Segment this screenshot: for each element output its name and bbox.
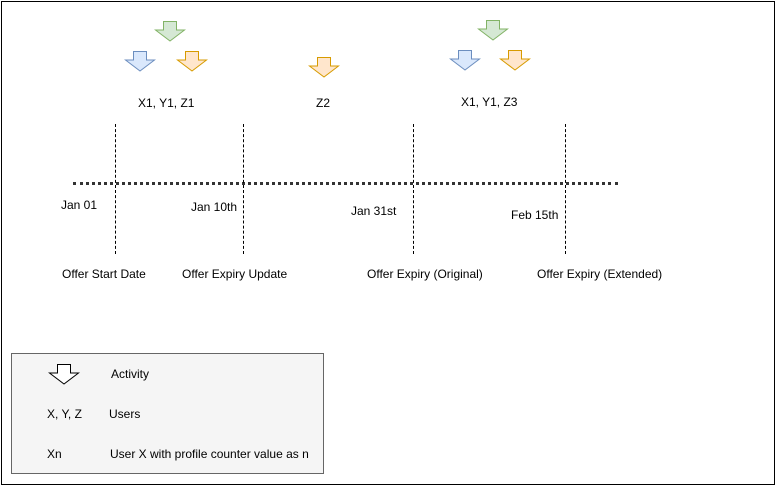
timeline-axis (73, 182, 618, 185)
legend-activity-arrow-icon (48, 364, 80, 385)
activity-arrow-orange-2 (308, 57, 340, 78)
marker-line-extended-expiry (565, 124, 566, 254)
event-label-original-expiry: Offer Expiry (Original) (367, 267, 483, 281)
event-label-start: Offer Start Date (62, 267, 146, 281)
activity-arrow-orange-1 (176, 51, 208, 72)
marker-line-start (115, 124, 116, 254)
marker-line-original-expiry (413, 124, 414, 254)
legend-users-key: X, Y, Z (47, 407, 82, 421)
legend-activity-label: Activity (111, 367, 150, 381)
activity-arrow-green-1 (154, 21, 186, 42)
activity-arrow-blue-3 (449, 50, 481, 71)
activity-arrow-blue-1 (124, 51, 156, 72)
marker-line-update (243, 124, 244, 254)
event-label-update: Offer Expiry Update (182, 267, 288, 281)
legend-xn-key: Xn (47, 447, 62, 461)
activity-arrow-green-3 (477, 20, 509, 41)
date-label-start: Jan 01 (61, 198, 98, 212)
users-label-1: X1, Y1, Z1 (138, 96, 195, 110)
legend-users-label: Users (109, 407, 141, 421)
date-label-extended-expiry: Feb 15th (511, 208, 559, 222)
legend-box: Activity X, Y, Z Users Xn User X with pr… (11, 353, 324, 474)
date-label-update: Jan 10th (191, 200, 238, 214)
event-label-extended-expiry: Offer Expiry (Extended) (537, 267, 663, 281)
users-label-2: Z2 (316, 96, 331, 110)
legend-xn-label: User X with profile counter value as n (110, 447, 309, 461)
date-label-original-expiry: Jan 31st (351, 204, 397, 218)
activity-arrow-orange-3 (499, 50, 531, 71)
users-label-3: X1, Y1, Z3 (461, 95, 518, 109)
